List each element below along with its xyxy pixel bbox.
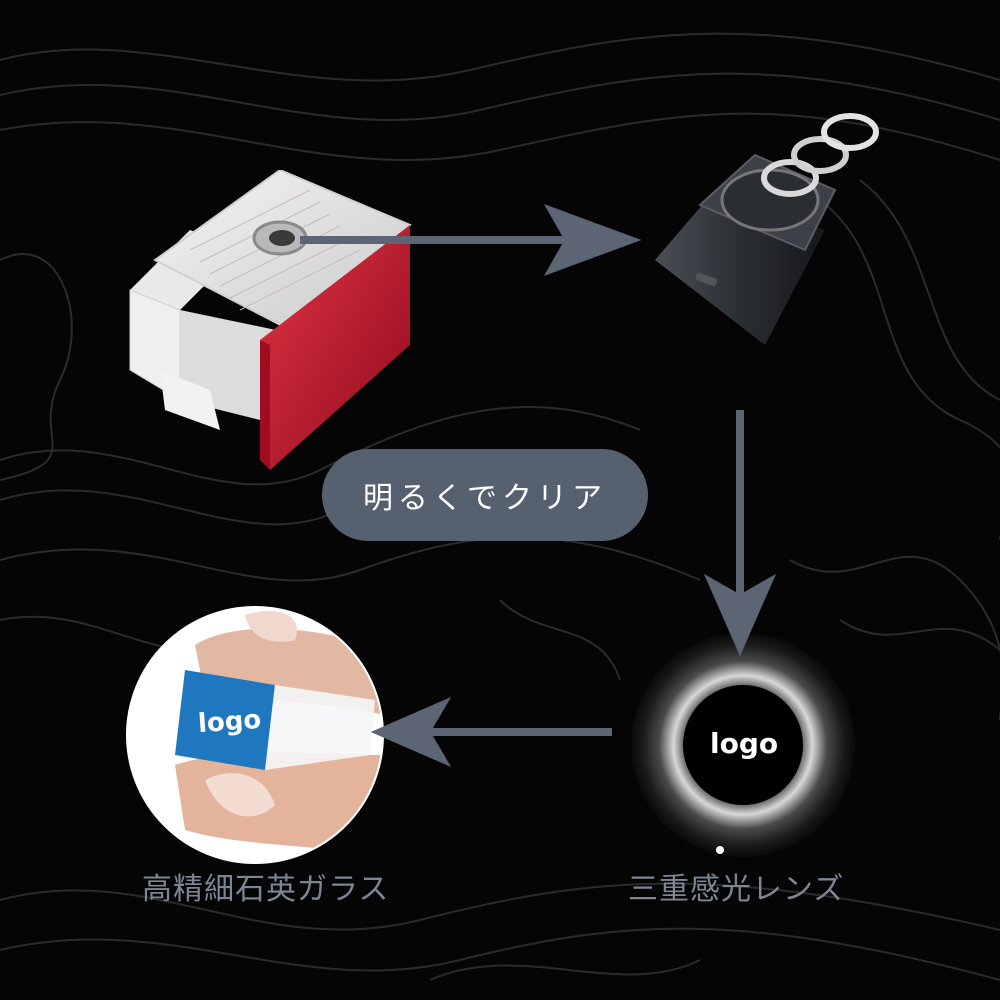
- arrow-right-head: [543, 204, 642, 276]
- caption-quartz-glass: 高精細石英ガラス: [142, 872, 390, 907]
- projector-lamp: [129, 170, 412, 470]
- lens-logo-text: logo: [710, 727, 779, 760]
- center-label: 明るくでクリア: [362, 481, 608, 516]
- arrow-left-head: [370, 696, 452, 768]
- quartz-slide: [126, 606, 384, 864]
- center-label-pill: 明るくでクリア: [322, 449, 648, 541]
- arrow-down-head: [703, 573, 777, 657]
- glass-lens: [631, 635, 855, 857]
- caption-triple-lens: 三重感光レンズ: [628, 872, 845, 907]
- lens-assembly: [655, 113, 879, 345]
